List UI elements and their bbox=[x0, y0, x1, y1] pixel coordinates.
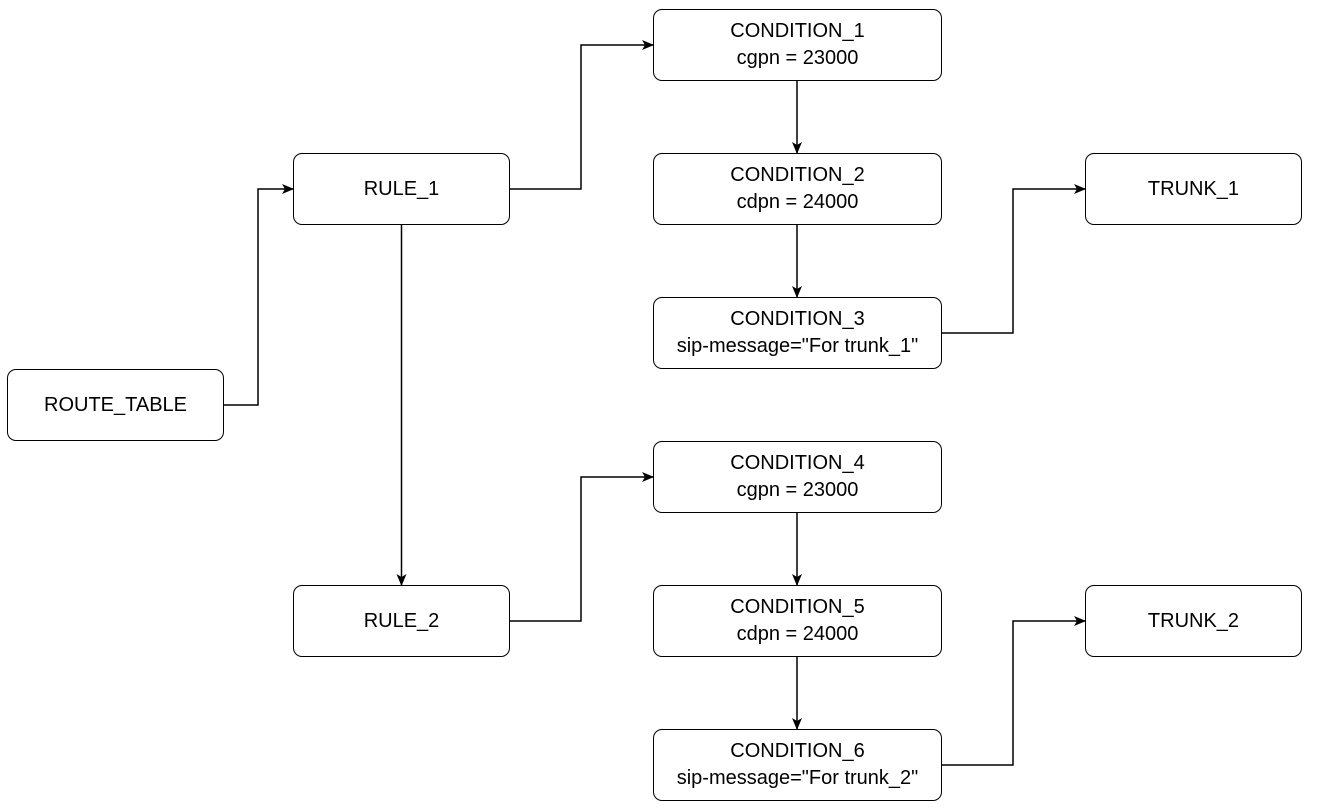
edge-rule-2-to-condition-4 bbox=[510, 472, 654, 622]
node-rule-2: RULE_2 bbox=[293, 585, 510, 657]
node-condition-1: CONDITION_1 cgpn = 23000 bbox=[653, 9, 942, 81]
node-condition-2-label: CONDITION_2 bbox=[730, 164, 865, 186]
node-condition-2-expr: cdpn = 24000 bbox=[736, 191, 859, 213]
node-trunk-2: TRUNK_2 bbox=[1085, 585, 1302, 657]
node-condition-4-expr: cgpn = 23000 bbox=[736, 479, 859, 501]
node-trunk-1: TRUNK_1 bbox=[1085, 153, 1302, 225]
node-condition-3-expr: sip-message="For trunk_1" bbox=[676, 335, 919, 357]
node-condition-1-expr: cgpn = 23000 bbox=[736, 47, 859, 69]
node-condition-5-label: CONDITION_5 bbox=[730, 596, 865, 618]
edge-route-table-to-rule-1 bbox=[224, 184, 294, 406]
node-condition-1-label: CONDITION_1 bbox=[730, 20, 865, 42]
node-condition-6-label: CONDITION_6 bbox=[730, 740, 865, 762]
node-route-table: ROUTE_TABLE bbox=[7, 369, 224, 441]
node-condition-6-expr: sip-message="For trunk_2" bbox=[676, 767, 919, 789]
edge-condition-6-to-trunk-2 bbox=[942, 616, 1086, 766]
edge-condition-3-to-trunk-1 bbox=[942, 184, 1086, 334]
edge-rule-1-to-condition-1 bbox=[510, 40, 654, 190]
node-rule-2-label: RULE_2 bbox=[363, 609, 440, 632]
node-rule-1: RULE_1 bbox=[293, 153, 510, 225]
node-condition-5-expr: cdpn = 24000 bbox=[736, 623, 859, 645]
node-route-table-label: ROUTE_TABLE bbox=[44, 393, 187, 416]
node-trunk-1-label: TRUNK_1 bbox=[1147, 177, 1240, 200]
node-rule-1-label: RULE_1 bbox=[363, 177, 440, 200]
node-condition-2: CONDITION_2 cdpn = 24000 bbox=[653, 153, 942, 225]
node-condition-3: CONDITION_3 sip-message="For trunk_1" bbox=[653, 297, 942, 369]
node-trunk-2-label: TRUNK_2 bbox=[1147, 609, 1240, 632]
node-condition-5: CONDITION_5 cdpn = 24000 bbox=[653, 585, 942, 657]
node-condition-4: CONDITION_4 cgpn = 23000 bbox=[653, 441, 942, 513]
node-condition-6: CONDITION_6 sip-message="For trunk_2" bbox=[653, 729, 942, 801]
node-condition-3-label: CONDITION_3 bbox=[730, 308, 865, 330]
node-condition-4-label: CONDITION_4 bbox=[730, 452, 865, 474]
